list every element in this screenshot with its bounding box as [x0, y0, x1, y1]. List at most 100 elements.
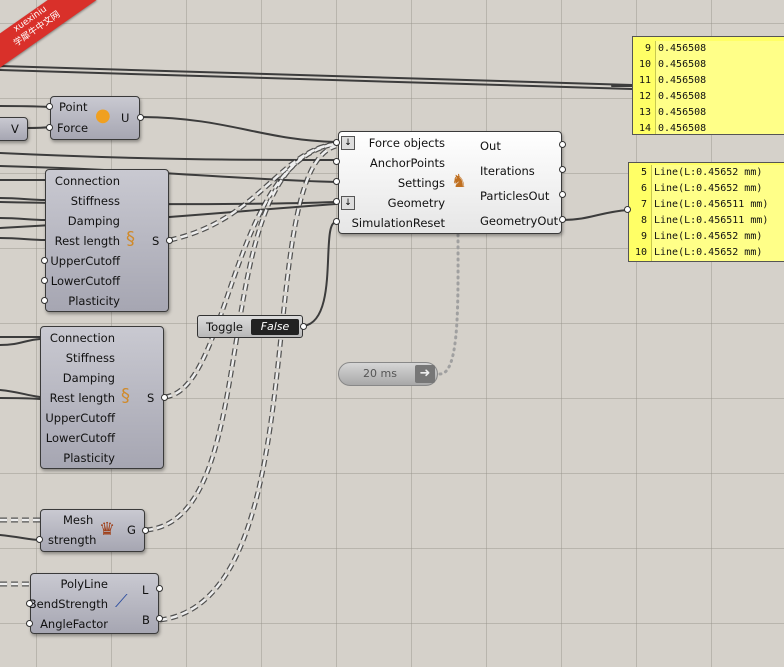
poly-grip-in-bend[interactable] — [26, 600, 33, 607]
poly-input-anglefactor: AngleFactor — [40, 617, 108, 631]
kp-grip-out-3[interactable] — [559, 191, 566, 198]
grip-point-in[interactable] — [46, 103, 53, 110]
panel-grip-in[interactable] — [624, 206, 631, 213]
wire-s1-c — [0, 217, 46, 221]
input-force: Force — [57, 121, 89, 135]
wire-top-panel — [0, 65, 633, 86]
wire-s2-c — [0, 389, 41, 398]
wire-left-3 — [0, 165, 337, 183]
mesh-grip-out[interactable] — [142, 527, 149, 534]
s1-grip-in-5[interactable] — [41, 257, 48, 264]
spring-component-2[interactable]: Connection Stiffness Damping Rest length… — [40, 326, 164, 469]
kp-input-settings: Settings — [397, 176, 445, 190]
wire-timer — [438, 230, 460, 376]
s1-input-connection: Connection — [54, 174, 120, 188]
poly-output-b: B — [142, 613, 150, 627]
s1-grip-out[interactable] — [166, 237, 173, 244]
s1-input-uppercutoff: UpperCutoff — [50, 254, 120, 268]
kp-grip-in-3[interactable] — [333, 178, 340, 185]
kp-output-geometryout: GeometryOut — [480, 214, 559, 228]
grip-force-in[interactable] — [46, 124, 53, 131]
output-u: U — [121, 111, 130, 125]
s2-grip-out[interactable] — [161, 394, 168, 401]
kp-output-iterations: Iterations — [480, 164, 535, 178]
kp-grip-out-1[interactable] — [559, 141, 566, 148]
mesh-icon: ♛ — [99, 519, 116, 540]
kangaroo-physics-component[interactable]: Force objects AnchorPoints Settings Geom… — [338, 131, 562, 234]
poly-grip-out-b[interactable] — [156, 615, 163, 622]
wire-mesh-strength — [0, 534, 41, 541]
s1-input-damping: Damping — [67, 214, 120, 228]
s2-output-s: S — [147, 391, 155, 405]
toggle-value[interactable]: False — [251, 319, 299, 335]
flatten-icon: ↓ — [341, 196, 355, 210]
poly-output-l: L — [142, 583, 149, 597]
mesh-input-mesh: Mesh — [63, 513, 94, 527]
poly-grip-out-l[interactable] — [156, 585, 163, 592]
wire-top-panel-2 — [0, 69, 633, 90]
s2-input-uppercutoff: UpperCutoff — [45, 411, 115, 425]
polyline-icon: ⟋ — [115, 591, 128, 612]
s1-input-stiffness: Stiffness — [70, 194, 120, 208]
arrow-right-icon: ➜ — [415, 365, 435, 383]
lightbulb-icon: ● — [95, 105, 111, 126]
timer-component[interactable]: 20 ms ➜ — [338, 362, 438, 386]
kp-grip-in-4[interactable] — [333, 198, 340, 205]
kp-grip-in-2[interactable] — [333, 158, 340, 165]
poly-input-polyline: PolyLine — [60, 577, 108, 591]
s2-input-plasticity: Plasticity — [63, 451, 115, 465]
s2-input-stiffness: Stiffness — [65, 351, 115, 365]
s1-grip-in-6[interactable] — [41, 277, 48, 284]
s2-input-damping: Damping — [62, 371, 115, 385]
mesh-component[interactable]: Mesh strength ♛ G — [40, 509, 145, 552]
flatten-icon: ↓ — [341, 136, 355, 150]
s1-input-plasticity: Plasticity — [68, 294, 120, 308]
toggle-grip-out[interactable] — [300, 323, 307, 330]
s1-output-s: S — [152, 234, 160, 248]
input-point: Point — [59, 100, 88, 114]
spring-component-1[interactable]: Connection Stiffness Damping Rest length… — [45, 169, 169, 312]
mesh-output-g: G — [127, 523, 136, 537]
wire-toggle-reset — [303, 221, 337, 327]
spring-icon: § — [126, 228, 135, 249]
s2-input-connection: Connection — [49, 331, 115, 345]
poly-grip-in-angle[interactable] — [26, 620, 33, 627]
toggle-label: Toggle — [206, 320, 243, 334]
kp-grip-in-5[interactable] — [333, 218, 340, 225]
wire-s1-b — [0, 197, 46, 201]
kp-output-particlesout: ParticlesOut — [480, 189, 550, 203]
kp-input-force-objects: Force objects — [368, 136, 445, 150]
boolean-toggle[interactable]: Toggle False — [197, 315, 303, 338]
spring-icon: § — [121, 385, 130, 406]
wire-left-1 — [0, 105, 51, 108]
wire-s1-d — [0, 237, 46, 241]
kp-grip-out-2[interactable] — [559, 166, 566, 173]
wire-s2-d — [0, 397, 41, 400]
s1-input-lowercutoff: LowerCutoff — [50, 274, 120, 288]
unit-force-component[interactable]: Point Force ● U — [50, 96, 140, 140]
grip-u-out[interactable] — [137, 114, 144, 121]
s2-input-lowercutoff: LowerCutoff — [45, 431, 115, 445]
polyline-bend-component[interactable]: PolyLine BendStrength AngleFactor ⟋ L B — [29, 573, 159, 634]
kp-output-out: Out — [480, 139, 501, 153]
v-output-label: V — [11, 122, 19, 136]
kp-grip-in-1[interactable] — [333, 139, 340, 146]
v-output-stub[interactable]: V — [0, 117, 28, 141]
kp-input-geometry: Geometry — [387, 196, 445, 210]
s1-grip-in-7[interactable] — [41, 297, 48, 304]
mesh-grip-in-strength[interactable] — [36, 536, 43, 543]
timer-label: 20 ms — [363, 367, 397, 380]
kp-grip-out-4[interactable] — [559, 216, 566, 223]
